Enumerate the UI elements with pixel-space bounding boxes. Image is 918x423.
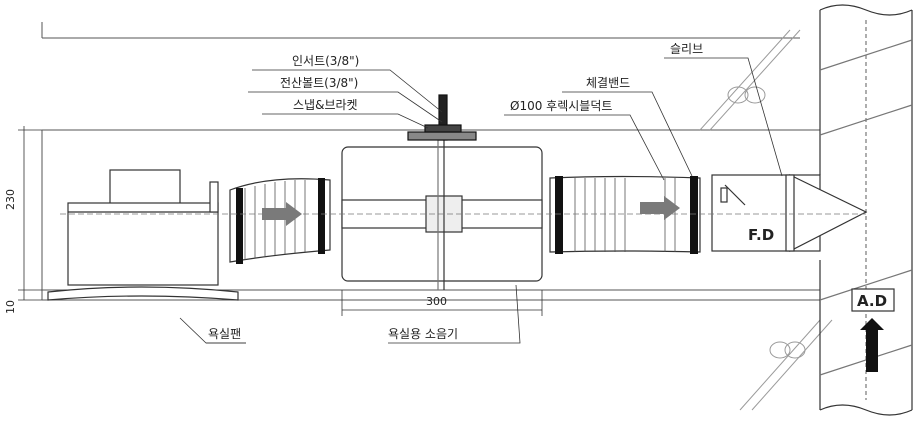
label-fire-damper: F.D (748, 226, 774, 244)
flexible-duct-right (549, 175, 701, 254)
flow-arrow-icon (640, 196, 680, 220)
flexible-duct-left (229, 178, 331, 264)
horizontal-dimension (341, 290, 543, 316)
vertical-dimensions (18, 126, 42, 301)
flow-arrows (262, 196, 884, 372)
label-insert: 인서트(3/8") (292, 54, 359, 68)
leader-lines (179, 57, 783, 344)
silencer (341, 140, 543, 290)
label-clamp-band: 체결밴드 (586, 76, 630, 90)
hanger-assembly (407, 94, 477, 141)
dim-height-small: 10 (4, 300, 17, 314)
up-arrow-icon (860, 318, 884, 372)
label-flexible-duct: Ø100 후렉시블덕트 (510, 99, 612, 113)
dim-height-main: 230 (4, 189, 17, 210)
label-sleeve: 슬리브 (670, 42, 703, 56)
sleeve (711, 174, 868, 252)
label-bath-fan: 욕실팬 (208, 327, 241, 341)
air-duct-tag-box (851, 288, 895, 312)
label-silencer: 욕실용 소음기 (388, 327, 458, 341)
section-hatch (699, 29, 833, 411)
label-snap-bracket: 스냅&브라켓 (293, 98, 358, 112)
dim-silencer-width: 300 (426, 295, 447, 308)
flow-arrow-icon (262, 202, 302, 226)
bath-fan (47, 169, 239, 301)
label-air-duct: A.D (857, 292, 887, 310)
label-full-bolt: 전산볼트(3/8") (280, 76, 358, 90)
